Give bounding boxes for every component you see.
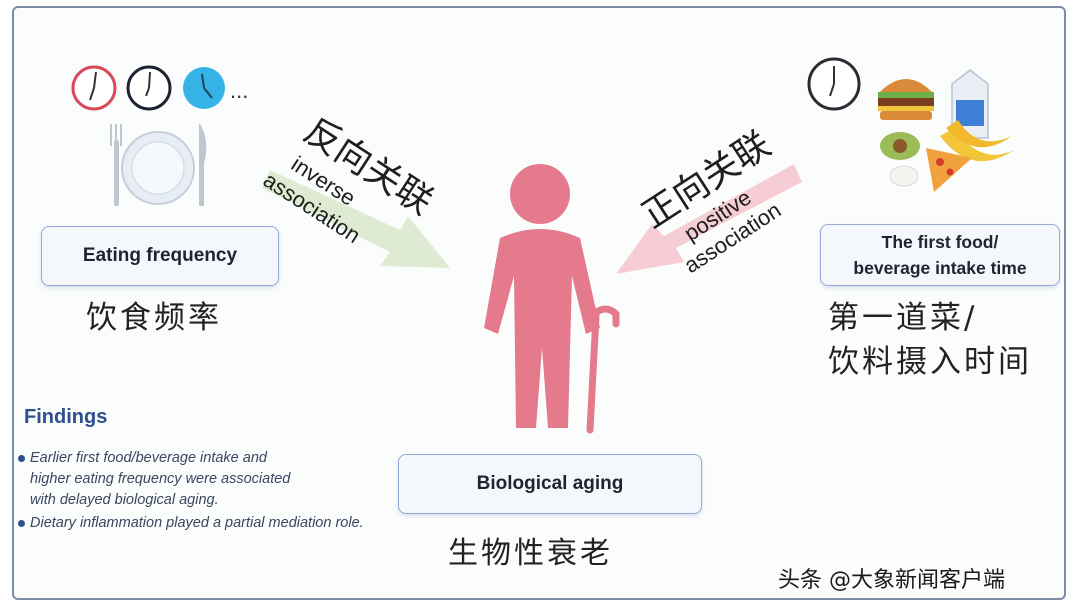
fork-icon [110, 124, 122, 206]
finding-item-2: Dietary inflammation played a partial me… [18, 513, 364, 534]
pizza-slice-icon [926, 148, 972, 192]
findings-title: Findings [24, 406, 108, 428]
avocado-icon [880, 132, 920, 160]
finding-1-line1: Earlier first food/beverage intake and [30, 450, 267, 466]
finding-1-line2: higher eating frequency were associated [30, 471, 291, 487]
walking-cane-icon [586, 305, 620, 434]
inverse-association-arrow [262, 170, 450, 268]
first-intake-time-line1: The first food/ [881, 232, 999, 252]
clock-icon-blue [183, 67, 225, 109]
first-intake-time-cn-line1: 第一道菜/ [828, 300, 978, 336]
clock-icon-right [807, 57, 861, 111]
biological-aging-box: Biological aging [398, 454, 702, 514]
plate-icon [121, 131, 195, 205]
clock-icon-red [71, 65, 117, 111]
ellipsis: ... [230, 78, 249, 103]
finding-item-1: Earlier first food/beverage intake and h… [18, 448, 290, 511]
first-intake-time-line2: beverage intake time [853, 258, 1027, 278]
eating-frequency-box: Eating frequency [41, 226, 279, 286]
bananas-icon [940, 120, 1014, 162]
burger-icon [878, 79, 934, 120]
plate-utensils-icon [110, 124, 207, 206]
clock-icon-navy [126, 65, 172, 111]
first-intake-time-cn-line2: 饮料摄入时间 [828, 344, 1032, 380]
egg-icon [889, 165, 919, 187]
biological-aging-cn: 生物性衰老 [448, 536, 613, 571]
elderly-person-icon [484, 164, 620, 434]
bullet-icon [18, 454, 25, 462]
eating-frequency-cn: 饮食频率 [86, 300, 222, 336]
bullet-icon [18, 519, 25, 527]
positive-association-arrow [616, 164, 802, 274]
clocks-row [71, 65, 225, 111]
finding-1-line3: with delayed biological aging. [30, 492, 219, 508]
knife-icon [199, 124, 207, 206]
first-intake-time-box: The first food/ beverage intake time [820, 224, 1060, 286]
food-items-icon [878, 69, 1014, 192]
finding-2-text: Dietary inflammation played a partial me… [30, 515, 364, 531]
watermark: 头条 @大象新闻客户端 [778, 568, 1005, 593]
